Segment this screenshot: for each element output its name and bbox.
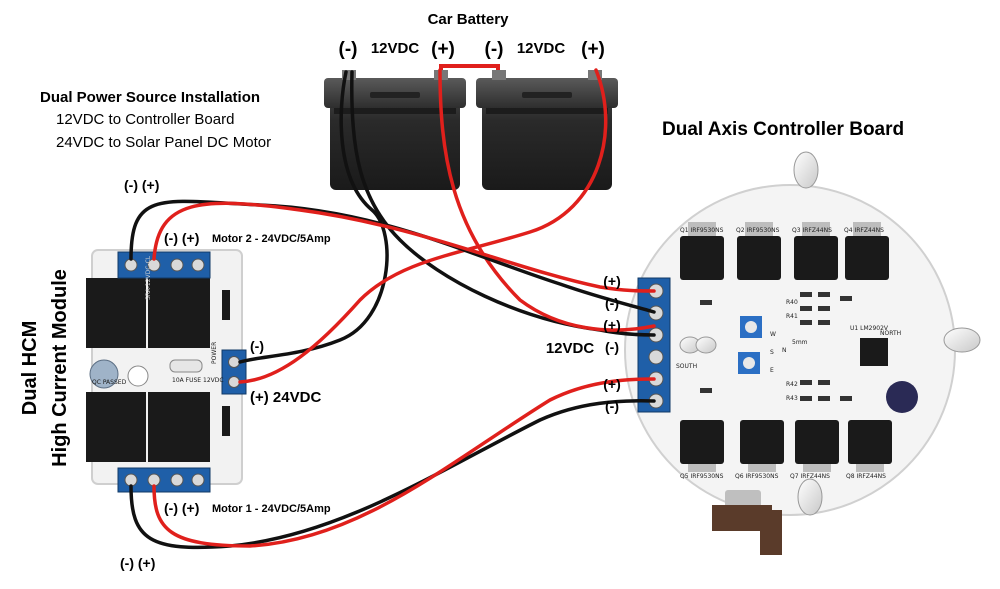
pin-label: (+) xyxy=(603,273,621,289)
battery-title: Car Battery xyxy=(428,11,510,28)
pin-label: (-) xyxy=(605,398,619,414)
hcm-title-line1: Dual HCM xyxy=(19,321,41,415)
pin-label: (-) xyxy=(605,339,619,355)
qc-label: QC PASSED xyxy=(92,379,127,386)
pin-label: (-) xyxy=(605,295,619,311)
chip-label: Q3 IRFZ44NS xyxy=(792,227,832,234)
hcm-top-terminal-label: (-) (+) xyxy=(124,177,159,193)
chip-label: Q6 IRF9530NS xyxy=(735,473,779,480)
controller-supply-label: 12VDC xyxy=(546,340,595,357)
wire-motor1-neg xyxy=(129,399,656,550)
board-mark: E xyxy=(770,367,774,374)
motor1-polarity: (-) (+) xyxy=(164,500,199,516)
wire-24v-pos-to-hcm xyxy=(238,68,608,384)
chip-label: Q4 IRFZ44NS xyxy=(844,227,884,234)
board-mark: SOUTH xyxy=(676,363,697,370)
chip-label: Q2 IRF9530NS xyxy=(736,227,780,234)
board-mark: R41 xyxy=(786,313,798,320)
right-battery-voltage: 12VDC xyxy=(517,40,566,57)
motor1-label: Motor 1 - 24VDC/5Amp xyxy=(212,503,331,515)
motor2-label: Motor 2 - 24VDC/5Amp xyxy=(212,233,331,245)
power-label: POWER xyxy=(211,342,218,364)
board-mark: R43 xyxy=(786,395,798,402)
board-mark: R40 xyxy=(786,299,798,306)
wire-battery-pos-to-controller xyxy=(438,68,656,332)
chip-label: Q5 IRF9530NS xyxy=(680,473,724,480)
controller-pin-labels: (+) (-) (+) (-) (+) (-) xyxy=(603,273,621,414)
board-mark: N xyxy=(782,347,787,354)
battery-series-jumper xyxy=(439,64,500,70)
board-mark: S xyxy=(770,349,774,356)
fuse-label: 10A FUSE 12VDC xyxy=(172,377,224,384)
right-battery-neg: (-) xyxy=(485,39,504,60)
left-battery-pos: (+) xyxy=(431,39,455,60)
hcm-module xyxy=(86,249,247,493)
wires xyxy=(129,68,656,550)
hcm-bottom-terminal-label: (-) (+) xyxy=(120,555,155,571)
board-mark: 5mm xyxy=(792,339,808,346)
left-battery-voltage: 12VDC xyxy=(371,40,420,57)
pin-label: (+) xyxy=(603,317,621,333)
installation-heading: Dual Power Source Installation xyxy=(40,89,260,106)
left-battery-neg: (-) xyxy=(339,39,358,60)
left-battery xyxy=(324,70,466,190)
chip-label: Q7 IRFZ44NS xyxy=(790,473,830,480)
hcm-input-neg: (-) xyxy=(250,338,264,354)
installation-line1: 12VDC to Controller Board xyxy=(56,111,234,128)
controller-board xyxy=(624,151,981,555)
wire-battery-neg-to-controller xyxy=(350,70,656,337)
controller-chip-labels: Q1 IRF9530NS Q2 IRF9530NS Q3 IRFZ44NS Q4… xyxy=(676,227,901,480)
pin-label: (+) xyxy=(603,376,621,392)
board-mark: U1 LM2902V xyxy=(850,325,889,332)
wire-motor1-pos xyxy=(152,377,656,548)
right-battery xyxy=(476,70,618,190)
installation-line2: 24VDC to Solar Panel DC Motor xyxy=(56,134,271,151)
relay-label: SRA-12VDC-CL xyxy=(145,255,152,300)
wire-battery-neg-to-hcm xyxy=(238,70,389,364)
wire-motor2-pos xyxy=(152,201,656,293)
hcm-component-labels: SRA-12VDC-CL QC PASSED 10A FUSE 12VDC PO… xyxy=(92,255,224,386)
controller-title: Dual Axis Controller Board xyxy=(662,119,904,140)
board-mark: W xyxy=(770,331,776,338)
right-battery-pos: (+) xyxy=(581,39,605,60)
chip-label: Q8 IRFZ44NS xyxy=(846,473,886,480)
hcm-input-pos: (+) 24VDC xyxy=(250,389,321,406)
board-mark: NORTH xyxy=(880,330,901,337)
board-mark: R42 xyxy=(786,381,798,388)
hcm-title-line2: High Current Module xyxy=(49,269,71,467)
motor2-polarity: (-) (+) xyxy=(164,230,199,246)
chip-label: Q1 IRF9530NS xyxy=(680,227,724,234)
